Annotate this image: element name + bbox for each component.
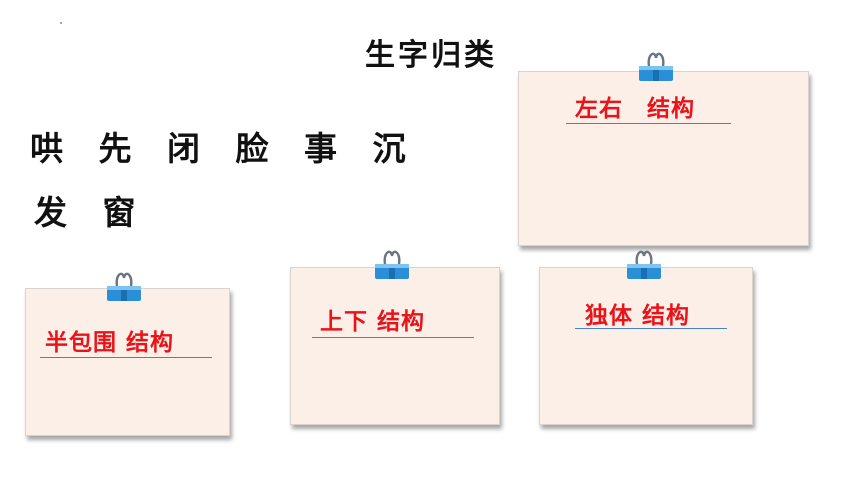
card-left-right-label: 左右 结构 bbox=[575, 96, 695, 122]
characters-row-1: 哄 先 闭 脸 事 沉 bbox=[30, 129, 418, 168]
card-semi-enclosed-label: 半包围 结构 bbox=[45, 330, 175, 356]
binder-clip-icon bbox=[627, 250, 661, 279]
page-title: 生字归类 bbox=[365, 38, 497, 73]
characters-row-2: 发 窗 bbox=[34, 193, 148, 232]
binder-clip-icon bbox=[107, 272, 141, 301]
card-top-bottom-label: 上下 结构 bbox=[320, 309, 426, 335]
card-top-bottom[interactable] bbox=[290, 267, 500, 425]
card-semi-enclosed[interactable] bbox=[25, 288, 230, 436]
card-left-right-underline bbox=[566, 123, 731, 124]
decorative-dot bbox=[60, 22, 62, 24]
card-independent[interactable] bbox=[539, 267, 753, 425]
binder-clip-icon bbox=[639, 52, 673, 81]
binder-clip-icon bbox=[375, 250, 409, 279]
card-semi-enclosed-underline bbox=[40, 357, 212, 358]
card-top-bottom-underline bbox=[312, 337, 474, 338]
card-left-right[interactable] bbox=[518, 71, 809, 246]
card-independent-underline bbox=[575, 328, 727, 329]
card-independent-label: 独体 结构 bbox=[585, 303, 691, 329]
